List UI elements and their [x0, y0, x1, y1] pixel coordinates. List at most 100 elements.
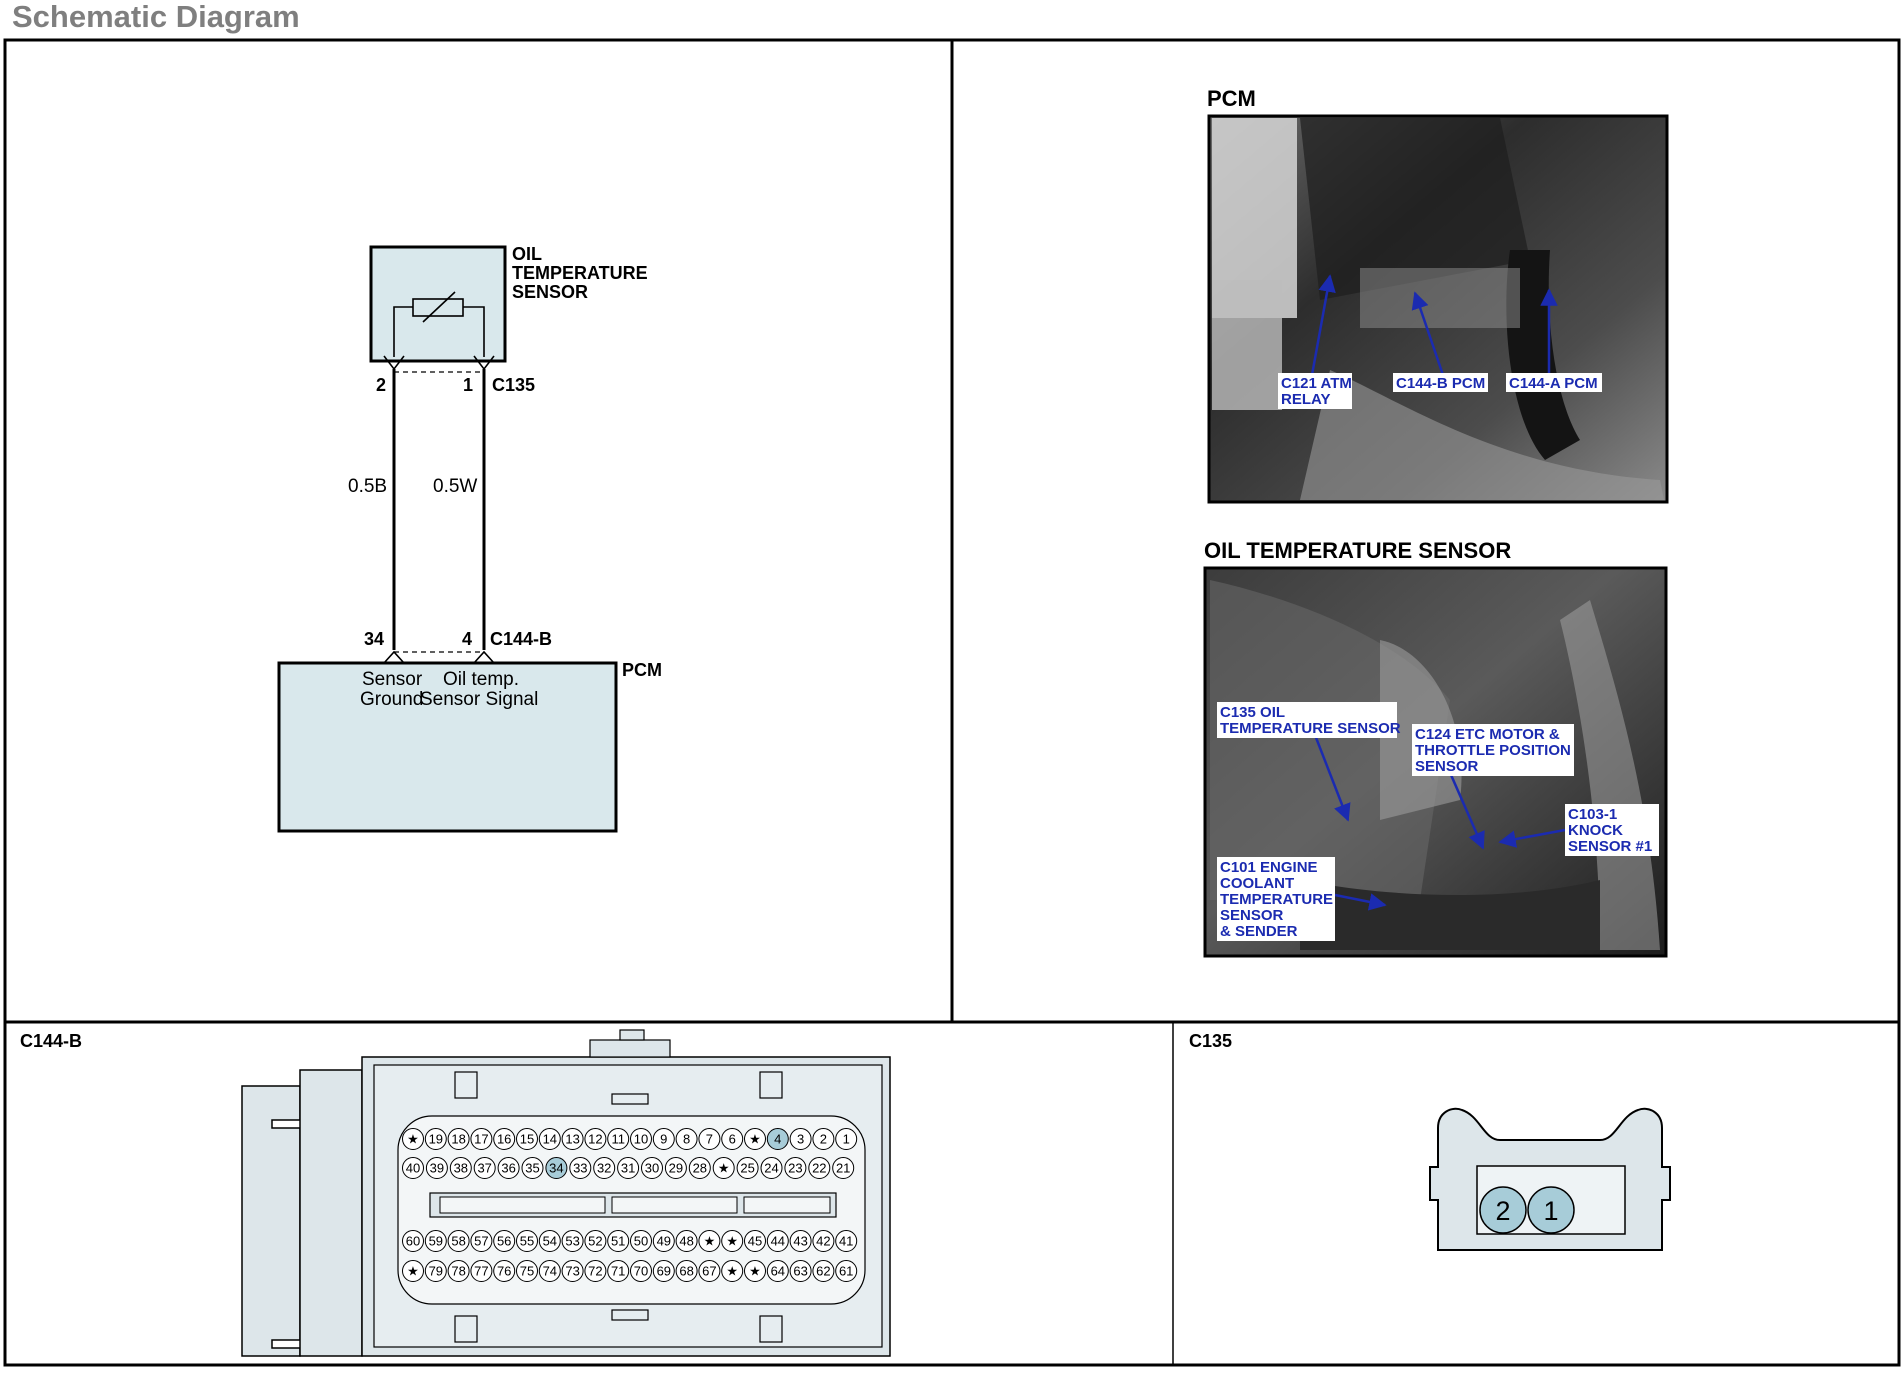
c144b-pin	[630, 1260, 652, 1282]
c144b-pin	[698, 1260, 721, 1282]
c144b-pin-label: 67	[702, 1264, 716, 1279]
c144b-pin-label: 69	[657, 1264, 671, 1279]
c144b-pin	[470, 1230, 493, 1252]
c144b-pin	[789, 1128, 812, 1150]
c144b-pin	[721, 1260, 744, 1282]
c144b-pin-label: 29	[669, 1161, 683, 1176]
c144b-pin	[470, 1260, 493, 1282]
c144b-pin-label: 51	[611, 1234, 625, 1249]
c144b-pin	[835, 1128, 858, 1150]
c144b-pin	[538, 1128, 561, 1150]
c144b-pin-label: 40	[406, 1161, 420, 1176]
callout-arrow-c103	[1498, 828, 1566, 848]
c144b-pin-label: 10	[634, 1132, 648, 1147]
pcm-label: PCM	[622, 660, 662, 680]
c144b-pin	[447, 1128, 470, 1150]
c144b-pin-label: 33	[573, 1161, 587, 1176]
c135-pin-1: 1	[1527, 1186, 1575, 1234]
c144b-pin-label: 62	[816, 1264, 830, 1279]
c144b-pin-label: 12	[588, 1132, 602, 1147]
c144b-pin	[402, 1260, 424, 1282]
c144b-pin-label: ★	[407, 1264, 419, 1279]
c144b-pin	[516, 1260, 538, 1282]
c144b-pin-label: 25	[740, 1161, 754, 1176]
c144b-connector-label: C144-B	[490, 629, 552, 649]
c144b-pin-label: 36	[501, 1161, 515, 1176]
callout-c124-line3: SENSOR	[1415, 758, 1479, 775]
c144b-pin	[766, 1230, 789, 1252]
c144b-pin	[584, 1128, 607, 1150]
c144b-pin-label: 11	[611, 1132, 625, 1147]
callout-c124-line2: THROTTLE POSITION	[1415, 742, 1571, 759]
pcm-photo-title: PCM	[1207, 86, 1256, 111]
pcm-signal-right-line1: Oil temp.	[443, 669, 519, 690]
c144b-pin	[545, 1157, 568, 1179]
c144b-pin-label: 54	[543, 1234, 557, 1249]
c135-connector-label: C135	[492, 375, 535, 395]
c144b-pin	[736, 1157, 759, 1179]
ots-photo-title: OIL TEMPERATURE SENSOR	[1204, 538, 1511, 563]
c144b-pin-label: 79	[429, 1264, 443, 1279]
callout-c103-line2: KNOCK	[1568, 822, 1623, 839]
c144b-pin	[561, 1260, 584, 1282]
c144b-pin-label: 53	[565, 1234, 579, 1249]
c144b-pin-label: 9	[660, 1132, 667, 1147]
c144b-latch-left	[241, 1085, 301, 1357]
c144b-pin	[424, 1128, 447, 1150]
c144b-pin-label: 74	[543, 1264, 557, 1279]
c144b-pin	[521, 1157, 544, 1179]
callout-c103-line1: C103-1	[1568, 806, 1617, 823]
c144b-pin	[425, 1157, 448, 1179]
c144b-pin-label: 17	[474, 1132, 488, 1147]
c144b-pin	[449, 1157, 472, 1179]
c144b-pin	[675, 1128, 698, 1150]
c144b-pin	[561, 1128, 584, 1150]
c144b-pin	[652, 1128, 675, 1150]
c144b-pin-label: ★	[749, 1264, 761, 1279]
c144b-pin	[538, 1230, 561, 1252]
callout-c121-line1: C121 ATM	[1281, 375, 1352, 392]
c144b-pin	[784, 1157, 807, 1179]
wire-label-left: 0.5B	[348, 476, 387, 497]
c144b-pin	[493, 1260, 516, 1282]
c144b-pin	[617, 1157, 640, 1179]
c144b-pin	[675, 1230, 698, 1252]
c144b-pin-label: 50	[634, 1234, 648, 1249]
c144b-view-title: C144-B	[20, 1031, 82, 1051]
c144b-pin-label: 59	[429, 1234, 443, 1249]
callout-c144b: C144-B PCM	[1396, 375, 1485, 392]
callout-c144a: C144-A PCM	[1509, 375, 1598, 392]
c144b-pin	[712, 1157, 735, 1179]
callout-arrow-c124	[1446, 767, 1485, 850]
c144b-pin-label: 42	[816, 1234, 830, 1249]
c144b-pin	[835, 1260, 858, 1282]
c144b-pin-label: 71	[611, 1264, 625, 1279]
c144b-pin-label: 45	[748, 1234, 762, 1249]
c144b-pin34-terminal	[383, 650, 405, 664]
callout-arrow-c101	[1334, 893, 1387, 911]
c144b-pin4-terminal	[473, 650, 495, 664]
c144b-pin	[721, 1128, 744, 1150]
pcm-signal-left-line1: Sensor	[362, 669, 423, 690]
c144b-pin-label: 64	[771, 1264, 785, 1279]
callout-c101-line2: COOLANT	[1220, 875, 1294, 892]
c144b-pin	[812, 1230, 835, 1252]
c144b-pin-label: 23	[788, 1161, 802, 1176]
c144b-pin	[402, 1128, 424, 1150]
c144b-pin-label: 57	[474, 1234, 488, 1249]
c144b-pin-label: 18	[451, 1132, 465, 1147]
pcm-box	[277, 661, 618, 833]
wiring-schematic: OIL TEMPERATURE SENSOR 2 1 C135 0.5B 0.5…	[277, 244, 662, 833]
c144b-pin-label: 2	[820, 1132, 827, 1147]
c144b-pin-label: 77	[474, 1264, 488, 1279]
c144b-pin	[470, 1128, 493, 1150]
c144b-pin-label: 55	[520, 1234, 534, 1249]
c144b-pin	[607, 1230, 630, 1252]
callout-c135-line1: C135 OIL	[1220, 704, 1285, 721]
c144b-pin	[812, 1260, 835, 1282]
c135-connector-view: C135 2 1	[1189, 1031, 1671, 1251]
c144b-pin	[688, 1157, 711, 1179]
c144b-pin-label: 63	[793, 1264, 807, 1279]
